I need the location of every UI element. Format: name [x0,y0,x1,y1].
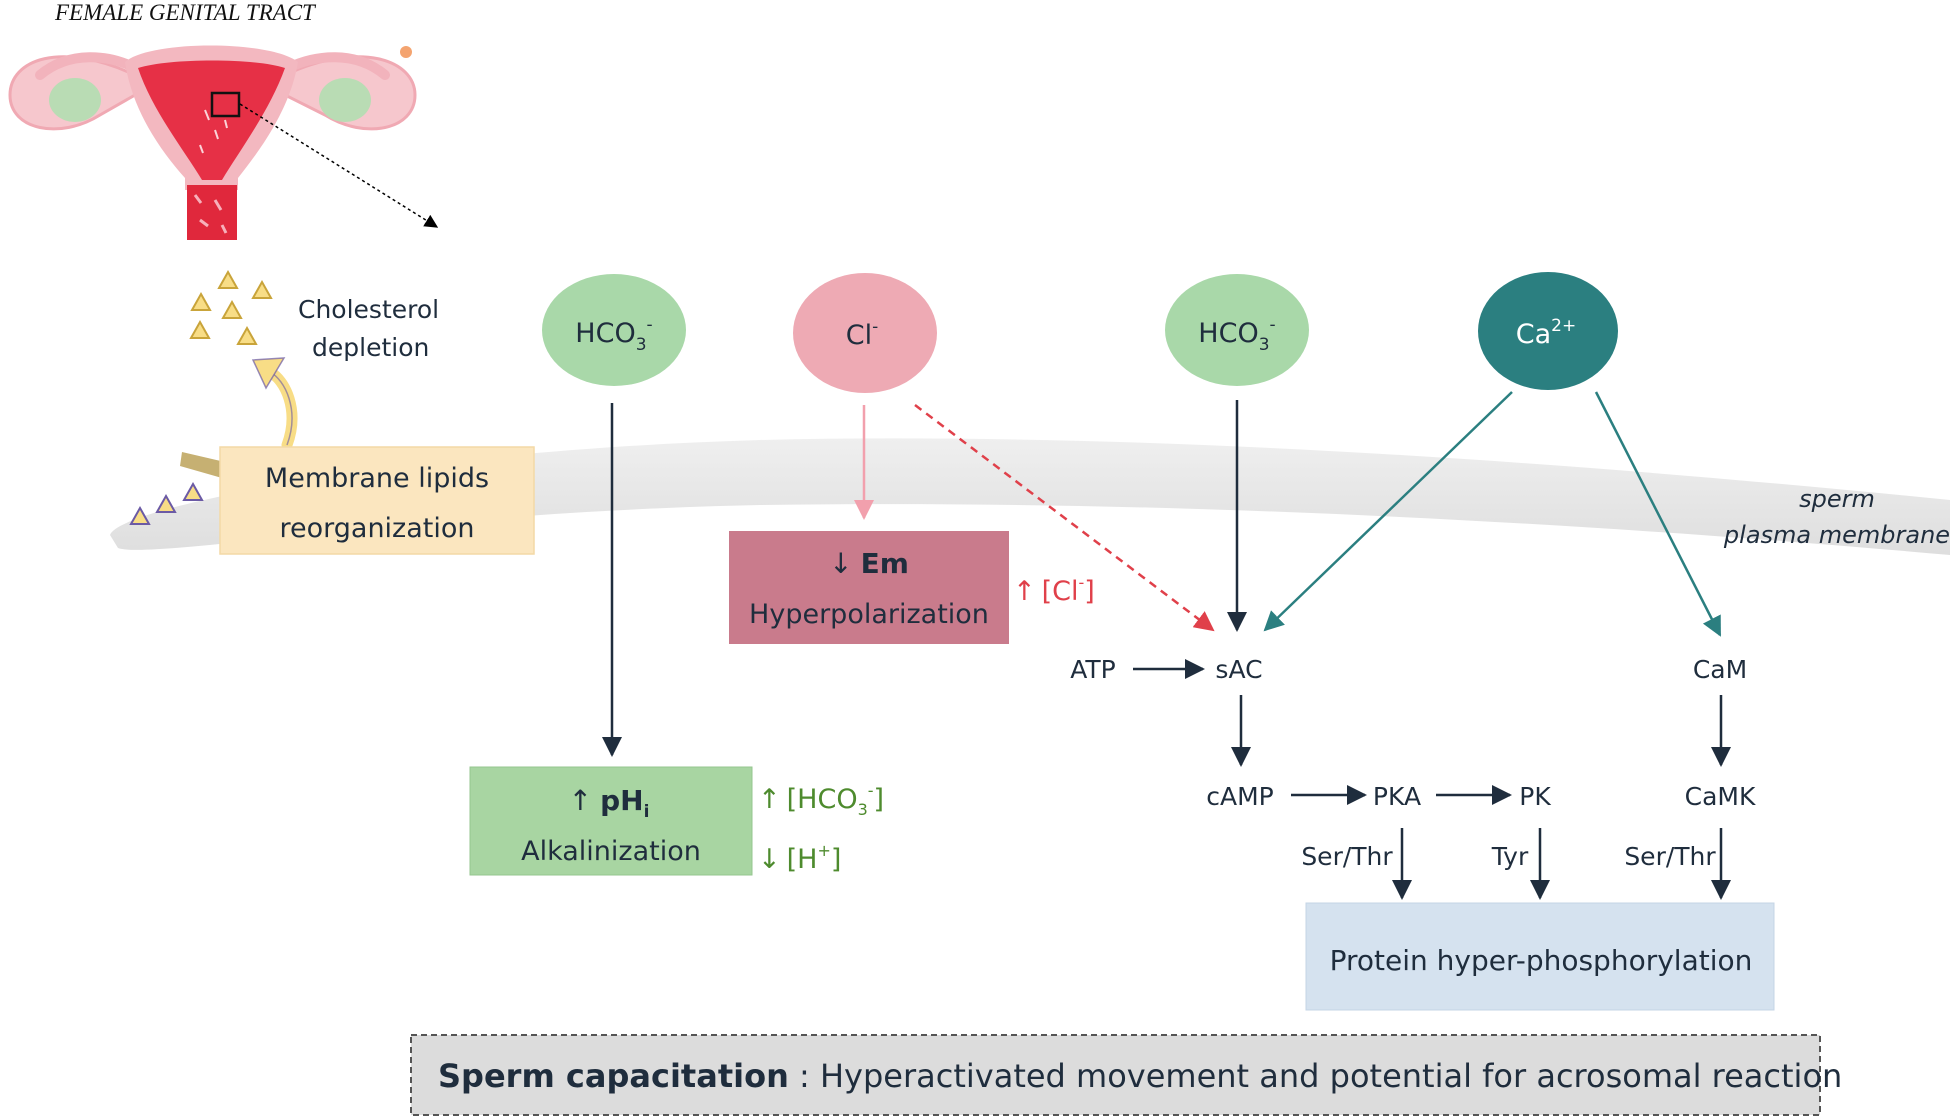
hco3-right-label: HCO3- [1198,315,1275,355]
lipid-triangle-icon [129,481,204,525]
em-heading: ↓Em [829,547,909,580]
camp-node: cAMP [1206,782,1274,811]
ca-to-sac-arrow [1263,391,1513,632]
hco3-left-label: HCO3- [575,315,652,355]
cholesterol-line2: depletion [312,333,429,362]
protein-box [1305,902,1775,1011]
cl-ellipse [793,273,937,393]
cholesterol-triangle-icon [189,269,273,345]
plasma-membrane-band [110,438,1950,555]
membrane-label-line2: plasma membrane [1723,521,1950,549]
sac-node: sAC [1215,655,1262,684]
cl-label: Cl- [846,317,879,351]
membrane-lipids-line2: reorganization [280,513,475,544]
alkalinization-label: Alkalinization [521,836,701,867]
ser-thr-label-1: Ser/Thr [1301,842,1393,871]
pka-node: PKA [1373,782,1421,811]
cl-to-sac-dashed-arrow [914,404,1215,632]
header-title: FEMALE GENITAL TRACT [54,0,317,25]
alkalinization-box [469,766,753,876]
capacitation-summary-box [410,1034,1821,1116]
ser-thr-label-2: Ser/Thr [1624,842,1716,871]
atp-node: ATP [1070,655,1116,684]
cam-node: CaM [1693,655,1747,684]
hco3-left-ellipse [542,274,686,386]
ca-to-cam-arrow [1594,391,1722,637]
cholesterol-line1: Cholesterol [298,295,439,324]
hyperpolarization-label: Hyperpolarization [749,599,989,630]
membrane-lipids-box [219,446,535,555]
curved-arrow-icon [251,357,298,451]
hco3-right-ellipse [1165,274,1309,386]
membrane-label-line1: sperm [1799,485,1875,513]
membrane-lipids-line1: Membrane lipids [265,463,489,494]
protein-label: Protein hyper-phosphorylation [1330,944,1753,977]
camk-node: CaMK [1685,782,1756,811]
ca-ellipse [1478,272,1618,390]
ph-heading: ↑pHi [569,784,650,822]
pk-node: PK [1519,782,1551,811]
tyr-label: Tyr [1491,842,1529,871]
cl-concentration-label: ↑[Cl-] [1013,573,1095,607]
hyperpolarization-box [729,531,1009,644]
hco3-concentration-label: ↑[HCO3-] [758,781,884,819]
uterus-illustration [8,45,417,240]
h-concentration-label: ↓[H+] [758,841,841,875]
zoom-pointer-line [239,103,439,228]
lipid-wedge [180,452,225,478]
capacitation-summary: Sperm capacitation : Hyperactivated move… [438,1057,1842,1095]
ca-label: Ca2+ [1516,316,1576,350]
